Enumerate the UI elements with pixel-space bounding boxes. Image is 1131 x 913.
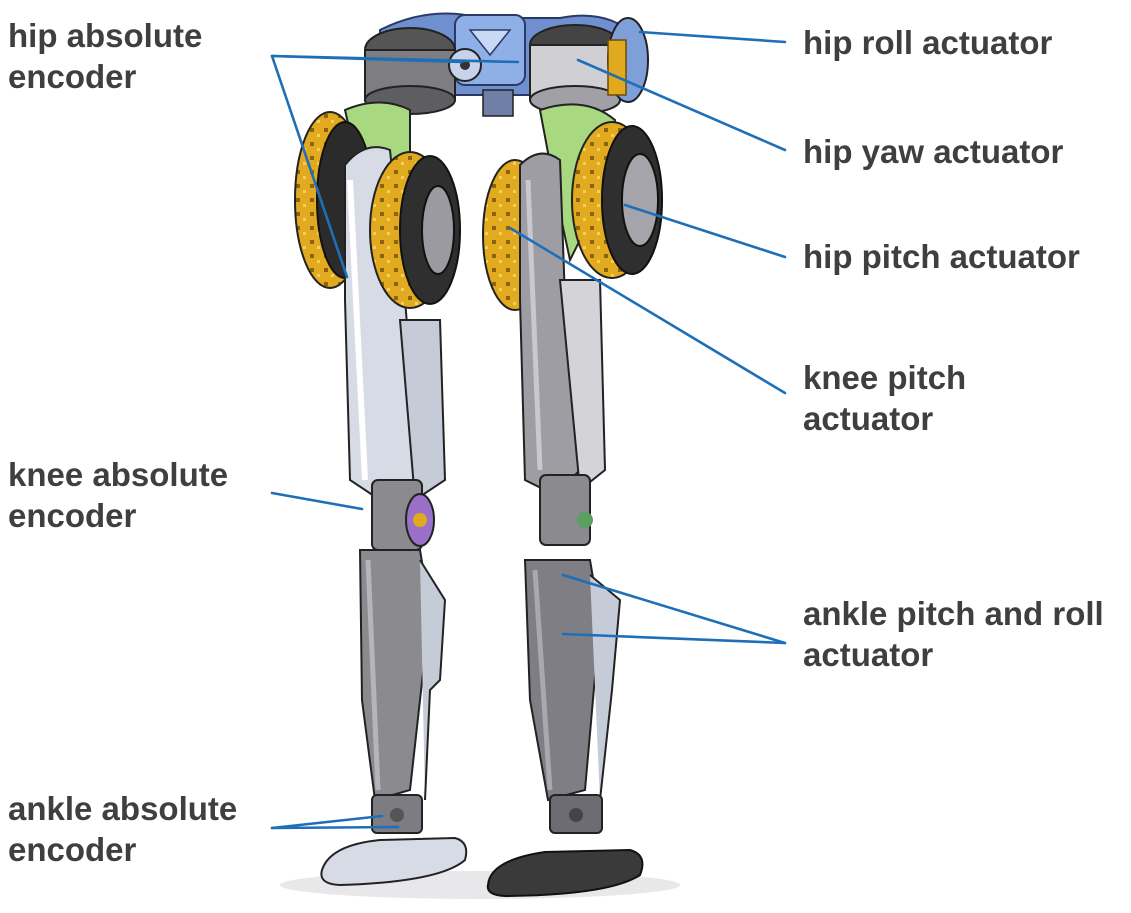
hip-assembly xyxy=(364,12,649,117)
label-hip-yaw-actuator: hip yaw actuator xyxy=(803,131,1063,172)
label-knee-pitch-actuator: knee pitch actuator xyxy=(803,357,966,439)
label-knee-absolute-encoder-line-1: knee absolute xyxy=(8,456,229,493)
leader-line-ankle-actuator-b xyxy=(561,632,787,645)
leader-line-hip-pitch xyxy=(623,203,787,259)
label-hip-roll-actuator: hip roll actuator xyxy=(803,22,1052,63)
right-leg xyxy=(482,103,663,898)
label-ankle-absolute-encoder: ankle absolute encoder xyxy=(8,788,237,870)
leader-line-ankle-actuator-a xyxy=(561,573,787,645)
leader-lines xyxy=(270,30,787,830)
leader-line-ankle-encoder-b xyxy=(270,825,400,830)
label-hip-absolute-encoder: hip absolute encoder xyxy=(8,15,202,97)
leader-line-hip-yaw xyxy=(576,58,787,152)
label-ankle-pitch-roll-actuator-line-1: ankle pitch and roll xyxy=(803,595,1104,632)
label-ankle-absolute-encoder-line-1: ankle absolute xyxy=(8,790,238,827)
label-knee-pitch-actuator-line-2: actuator xyxy=(803,400,934,437)
leader-line-knee-pitch xyxy=(508,226,787,395)
label-hip-absolute-encoder-line-2: encoder xyxy=(8,58,137,95)
label-ankle-pitch-roll-actuator: ankle pitch and roll actuator xyxy=(803,593,1104,675)
label-hip-roll-actuator-line-1: hip roll actuator xyxy=(803,24,1053,61)
leader-line-knee-encoder xyxy=(270,491,364,511)
leader-line-hip-roll xyxy=(638,30,787,44)
label-knee-absolute-encoder-line-2: encoder xyxy=(8,497,137,534)
label-knee-absolute-encoder: knee absolute encoder xyxy=(8,454,228,536)
label-ankle-pitch-roll-actuator-line-2: actuator xyxy=(803,636,934,673)
leader-line-hip-encoder-b xyxy=(270,54,520,64)
label-hip-pitch-actuator: hip pitch actuator xyxy=(803,236,1080,277)
leader-line-ankle-encoder-a xyxy=(270,814,384,830)
left-leg xyxy=(294,101,468,887)
label-knee-pitch-actuator-line-1: knee pitch xyxy=(803,359,967,396)
label-hip-pitch-actuator-line-1: hip pitch actuator xyxy=(803,238,1080,275)
label-hip-absolute-encoder-line-1: hip absolute xyxy=(8,17,203,54)
leader-line-hip-encoder-c xyxy=(270,54,349,279)
label-hip-yaw-actuator-line-1: hip yaw actuator xyxy=(803,133,1064,170)
label-ankle-absolute-encoder-line-2: encoder xyxy=(8,831,137,868)
